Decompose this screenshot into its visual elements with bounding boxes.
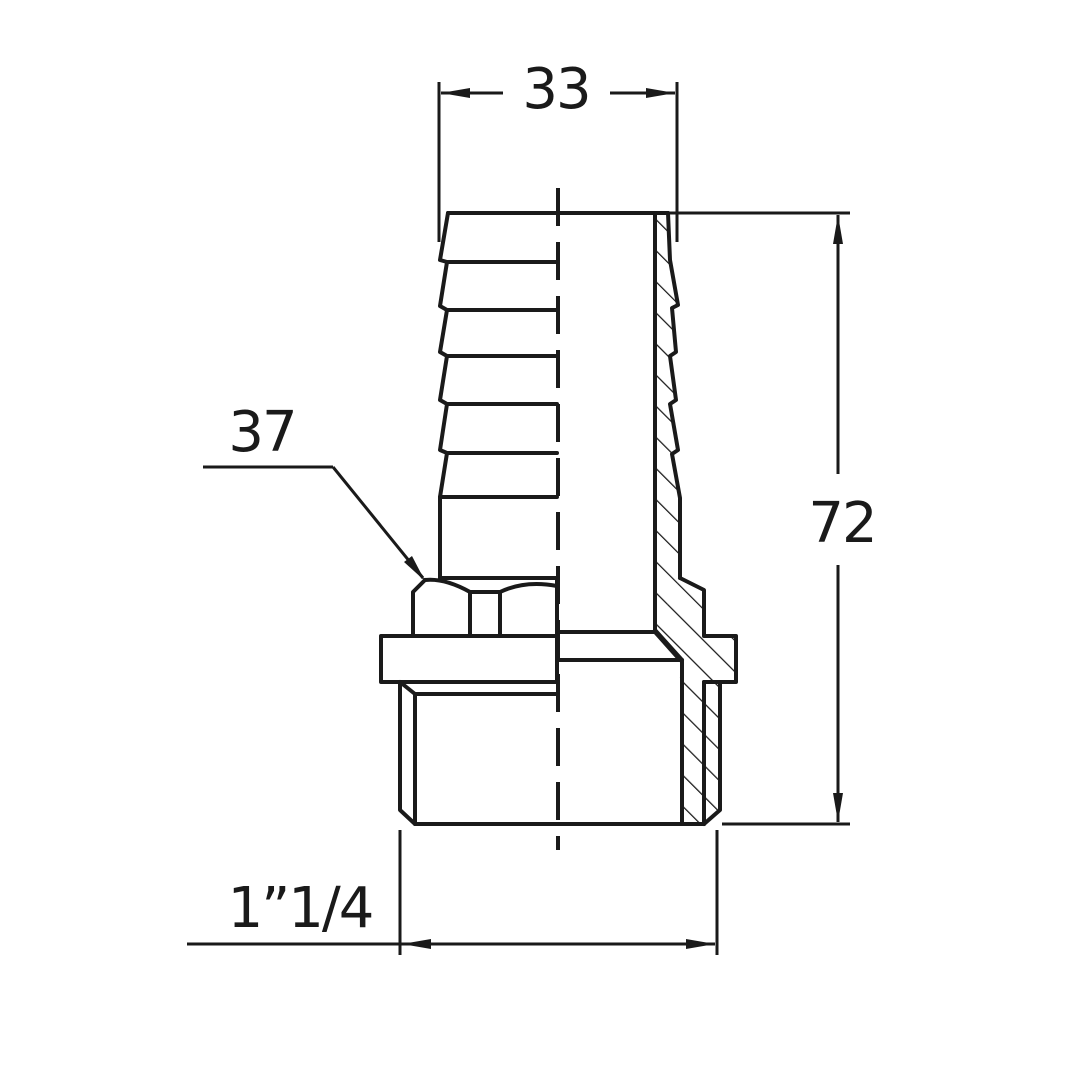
hose-tail-exterior [438,211,670,580]
hose-diameter-label: 33 [522,57,589,122]
hex-nut [411,576,559,638]
flange-collar [379,630,682,684]
hex-size-label: 37 [228,400,295,465]
dimension-hex-size: 37 [203,400,425,581]
overall-length-label: 72 [808,491,875,556]
dimension-hose-diameter: 33 [437,57,679,242]
threaded-body [398,680,706,826]
hose-tail-section [653,211,682,632]
thread-size-label: 1”1/4 [228,876,373,941]
dimension-overall-length: 72 [668,211,878,826]
dimension-thread-size: 1”1/4 [187,830,719,955]
